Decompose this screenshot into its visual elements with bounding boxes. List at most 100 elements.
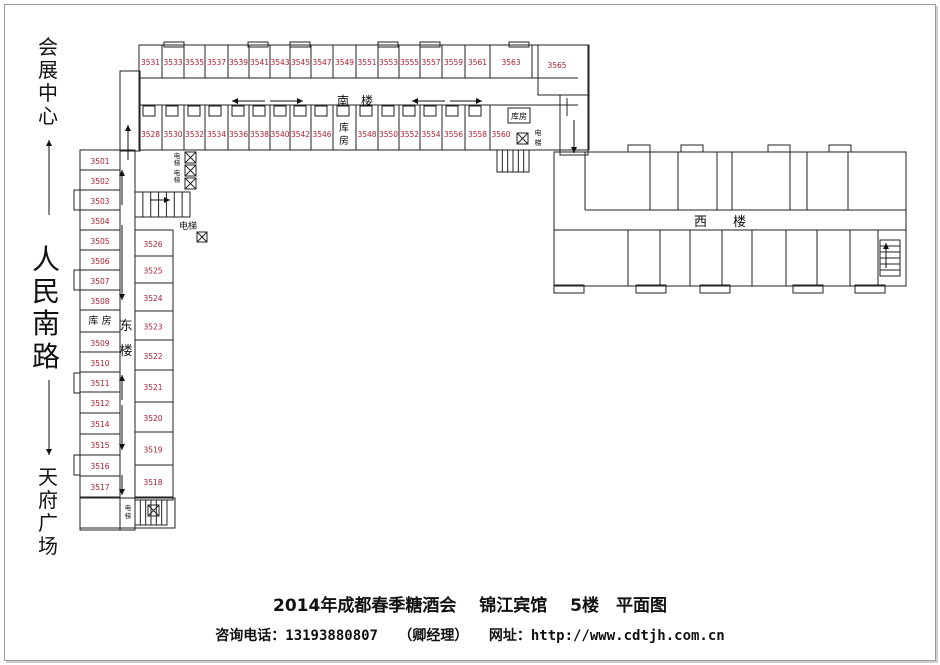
storeroom-ne bbox=[507, 107, 531, 124]
bathroom bbox=[252, 105, 266, 117]
label-char: 会 bbox=[38, 35, 58, 59]
label-char: 路 bbox=[31, 339, 60, 373]
room-number: 3532 bbox=[185, 130, 204, 139]
west-building-name: 西 楼 bbox=[694, 215, 746, 230]
elevator-label: 电 bbox=[535, 128, 542, 137]
balcony bbox=[680, 144, 704, 153]
room-number: 3534 bbox=[207, 130, 226, 139]
balcony bbox=[289, 41, 311, 48]
balcony bbox=[792, 284, 824, 294]
east-building-name: 楼 bbox=[119, 344, 132, 359]
label-char: 民 bbox=[31, 275, 60, 309]
balcony bbox=[828, 144, 852, 153]
balcony bbox=[73, 269, 81, 291]
room-number: 3518 bbox=[143, 478, 162, 487]
room-number: 3528 bbox=[141, 130, 160, 139]
contact-person: （卿经理） bbox=[398, 628, 469, 644]
room-number: 3536 bbox=[229, 130, 248, 139]
room-number: 3502 bbox=[90, 177, 109, 186]
room-number: 3514 bbox=[90, 420, 109, 429]
room-number: 3557 bbox=[421, 58, 440, 67]
label-char: 心 bbox=[38, 104, 58, 128]
phone-number: 咨询电话：13193880807 bbox=[215, 628, 378, 644]
website-link[interactable]: 网址：http://www.cdtjh.com.cn bbox=[488, 628, 725, 644]
room-number: 3552 bbox=[400, 130, 419, 139]
bathroom bbox=[468, 105, 482, 117]
arrow-head bbox=[297, 98, 303, 104]
arrow-head bbox=[119, 375, 125, 381]
balcony bbox=[627, 144, 651, 153]
room-ne bbox=[537, 44, 589, 96]
room-number: 3521 bbox=[143, 383, 162, 392]
room-number: 3549 bbox=[335, 58, 354, 67]
label-char: 中 bbox=[38, 81, 58, 105]
elevator-label: 梯 bbox=[125, 511, 132, 520]
elevator-label: 电 bbox=[174, 168, 181, 177]
elevator-label: 电梯 bbox=[179, 220, 197, 232]
elevator-label: 梯 bbox=[174, 175, 181, 184]
room-number: 3535 bbox=[185, 58, 204, 67]
room-number: 3539 bbox=[229, 58, 248, 67]
room-number: 3507 bbox=[90, 277, 109, 286]
room-number: 3561 bbox=[468, 58, 487, 67]
storeroom-label: 库 房 bbox=[88, 314, 111, 327]
ne-corridor bbox=[559, 94, 589, 156]
bathroom bbox=[293, 105, 307, 117]
room-number: 3554 bbox=[421, 130, 440, 139]
walls bbox=[73, 41, 907, 531]
arrow-head bbox=[119, 444, 125, 450]
balcony bbox=[163, 41, 185, 48]
label-char: 天 bbox=[38, 465, 58, 489]
room-number: 3560 bbox=[491, 130, 510, 139]
balcony bbox=[377, 41, 399, 48]
room-number: 3556 bbox=[444, 130, 463, 139]
arrow-head bbox=[46, 140, 52, 146]
balcony bbox=[635, 284, 667, 294]
east-corridor bbox=[119, 149, 136, 531]
storeroom-label: 房 bbox=[339, 134, 349, 147]
room-number: 3533 bbox=[163, 58, 182, 67]
room-number: 3543 bbox=[270, 58, 289, 67]
stair-outline bbox=[134, 191, 191, 218]
elevator-label: 电 bbox=[174, 151, 181, 160]
bathroom bbox=[402, 105, 416, 117]
bathroom bbox=[273, 105, 287, 117]
room-number: 3558 bbox=[468, 130, 487, 139]
balcony bbox=[553, 284, 585, 294]
room-number: 3525 bbox=[143, 267, 162, 276]
elevator-shaft bbox=[147, 504, 160, 517]
room-number: 3501 bbox=[90, 157, 109, 166]
room-number: 3530 bbox=[163, 130, 182, 139]
balcony bbox=[419, 41, 441, 48]
arrow-head bbox=[232, 98, 238, 104]
arrow-head bbox=[119, 489, 125, 495]
drawing-frame bbox=[4, 4, 936, 661]
arrow-head bbox=[46, 449, 52, 455]
balcony bbox=[73, 189, 81, 211]
room-number: 3509 bbox=[90, 339, 109, 348]
room-number: 3542 bbox=[291, 130, 310, 139]
room-number: 3547 bbox=[312, 58, 331, 67]
bathroom bbox=[336, 105, 350, 117]
bathroom bbox=[423, 105, 437, 117]
south-building-name: 南 楼 bbox=[337, 93, 373, 108]
room-number: 3517 bbox=[90, 483, 109, 492]
label-convention-center: 会 展 中 心 bbox=[28, 36, 68, 128]
room-number: 3537 bbox=[207, 58, 226, 67]
room-number: 3545 bbox=[291, 58, 310, 67]
balcony bbox=[508, 41, 530, 48]
room-number: 3510 bbox=[90, 359, 109, 368]
room-number: 3519 bbox=[143, 446, 162, 455]
room-number: 3506 bbox=[90, 257, 109, 266]
arrow-head bbox=[883, 243, 889, 249]
elevator-shaft bbox=[184, 177, 197, 190]
balcony bbox=[854, 284, 886, 294]
balcony bbox=[73, 454, 81, 476]
room-number: 3531 bbox=[141, 58, 160, 67]
elevator-cross bbox=[184, 151, 197, 164]
label-renmin-south-road: 人 民 南 路 bbox=[26, 243, 66, 373]
contact-line: 咨询电话：13193880807 （卿经理） 网址：http://www.cdt… bbox=[0, 625, 940, 645]
bathroom bbox=[208, 105, 222, 117]
